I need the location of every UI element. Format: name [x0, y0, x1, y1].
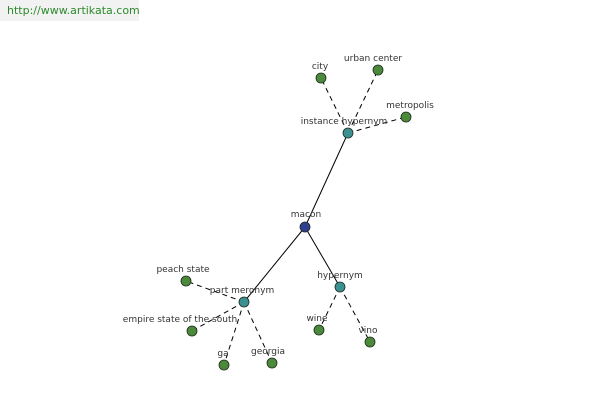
node-georgia[interactable]: [266, 357, 278, 369]
node-peach-state[interactable]: [180, 275, 192, 287]
source-url-bar: http://www.artikata.com: [0, 0, 140, 21]
edge-instance-hypernym-to-urban-center: [347, 69, 379, 134]
label-empire-state-of-the-south: empire state of the south: [123, 315, 237, 325]
node-ga[interactable]: [218, 359, 230, 371]
edge-part-meronym-to-ga: [223, 301, 245, 366]
label-instance-hypernym: instance hypernym: [301, 117, 388, 127]
edge-macon-to-instance-hypernym: [304, 132, 349, 228]
edge-macon-to-hypernym: [304, 226, 341, 288]
label-metropolis: metropolis: [386, 101, 434, 111]
label-ga: ga: [217, 349, 228, 359]
edge-instance-hypernym-to-city: [320, 77, 349, 134]
edge-hypernym-to-vino: [339, 286, 371, 343]
node-empire-state-of-the-south[interactable]: [186, 325, 198, 337]
label-urban-center: urban center: [344, 54, 402, 64]
label-macon: macon: [291, 210, 321, 220]
node-hypernym[interactable]: [334, 281, 346, 293]
node-wine[interactable]: [313, 324, 325, 336]
label-hypernym: hypernym: [317, 271, 363, 281]
label-wine: wine: [306, 314, 328, 324]
node-part-meronym[interactable]: [238, 296, 250, 308]
node-macon[interactable]: [299, 221, 311, 233]
label-city: city: [312, 62, 329, 72]
node-city[interactable]: [315, 72, 327, 84]
node-instance-hypernym[interactable]: [342, 127, 354, 139]
label-vino: vino: [358, 326, 378, 336]
edge-part-meronym-to-georgia: [243, 301, 273, 364]
node-vino[interactable]: [364, 336, 376, 348]
edge-hypernym-to-wine: [318, 286, 341, 331]
graph-labels: macon instance hypernym hypernym part meron…: [123, 54, 434, 359]
graph-nodes: [180, 64, 412, 371]
label-georgia: georgia: [251, 347, 285, 357]
node-urban-center[interactable]: [372, 64, 384, 76]
edge-macon-to-part-meronym: [243, 226, 306, 303]
graph-edges: [185, 69, 407, 366]
edge-part-meronym-to-empire-state-of-the-south: [191, 301, 245, 332]
label-peach-state: peach state: [156, 265, 210, 275]
label-part-meronym: part meronym: [210, 286, 274, 296]
source-url-link[interactable]: http://www.artikata.com: [7, 4, 140, 17]
edge-instance-hypernym-to-metropolis: [347, 116, 407, 134]
edge-part-meronym-to-peach-state: [185, 280, 245, 303]
node-metropolis[interactable]: [400, 111, 412, 123]
